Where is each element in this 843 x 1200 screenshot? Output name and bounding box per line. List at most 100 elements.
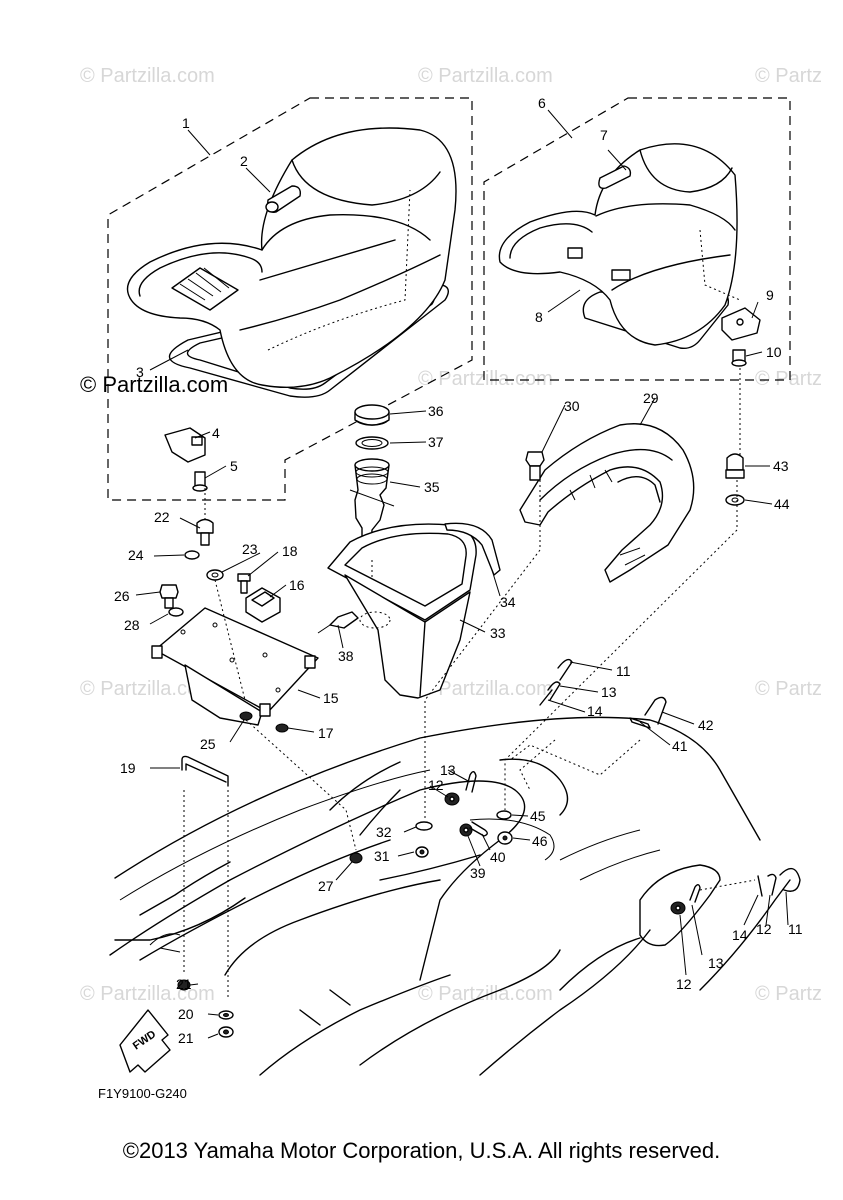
- watermark: © Partzilla.com: [418, 678, 553, 700]
- clip-11: [557, 658, 573, 681]
- callout-44: 44: [774, 496, 790, 512]
- screw-38: [317, 611, 359, 634]
- callout-1: 1: [182, 115, 190, 131]
- bracket-9: [721, 307, 761, 341]
- rear-seat-hook: [611, 269, 631, 281]
- o-ring-37: [355, 436, 389, 450]
- callout-11: 11: [616, 663, 631, 679]
- callout-6: 6: [538, 95, 546, 111]
- callout-16: 16: [289, 577, 305, 593]
- callout-46: 46: [532, 833, 548, 849]
- nut-39: [459, 823, 473, 837]
- callout-13-stern-2: 12: [756, 921, 772, 937]
- callout-33: 33: [490, 625, 506, 641]
- rear-seat-group-box: [483, 97, 791, 381]
- callout-41: 41: [672, 738, 688, 754]
- bolt-18: [237, 573, 251, 594]
- callout-27: 27: [318, 878, 334, 894]
- callout-38: 38: [338, 648, 354, 664]
- clip-40: [469, 821, 488, 837]
- bolt-10: [731, 349, 747, 367]
- callout-28: 28: [124, 617, 140, 633]
- callout-21: 21: [176, 976, 192, 992]
- watermark: © Partzilla.com: [418, 983, 553, 1005]
- washer-23: [206, 569, 224, 581]
- callout-14: 14: [587, 703, 603, 719]
- rear-seat-hook: [567, 247, 583, 259]
- front-seat-pad: [171, 267, 239, 311]
- strap-41: [629, 717, 651, 729]
- watermark: © Partzilla.com: [80, 65, 215, 87]
- washer-24: [184, 550, 200, 560]
- callout-23: 23: [242, 541, 258, 557]
- callout-2: 2: [240, 153, 248, 169]
- watermark: © Partz: [755, 368, 822, 390]
- callout-3: 3: [136, 364, 144, 380]
- watermark: © Partzilla.com: [418, 368, 553, 390]
- rear-seat: [498, 143, 741, 350]
- bolt-43: [725, 453, 745, 479]
- hook-42: [644, 696, 667, 725]
- handle-grip-7: [598, 165, 632, 189]
- callout-numbers: 1 2 3 4 5 6 7 8 9 10 11 12 13 14 15 16 1…: [114, 95, 803, 1046]
- callout-22: 22: [154, 509, 170, 525]
- clip-14: [539, 689, 553, 706]
- callout-9: 9: [766, 287, 774, 303]
- copyright-notice: ©2013 Yamaha Motor Corporation, U.S.A. A…: [122, 1138, 721, 1163]
- bolt-5: [192, 471, 208, 492]
- callout-13-mid: 13: [440, 762, 456, 778]
- filler-cap-36: [354, 404, 390, 426]
- callout-31: 31: [374, 848, 390, 864]
- callout-10: 10: [766, 344, 782, 360]
- clip-13-stern-2: [767, 873, 777, 896]
- callout-4: 4: [212, 425, 220, 441]
- callout-26: 26: [114, 588, 130, 604]
- nut-12: [444, 792, 460, 806]
- watermark: © Partzilla.com: [80, 983, 215, 1005]
- diagram-code: F1Y9100-G240: [98, 1086, 187, 1101]
- storage-bin-33: [327, 523, 477, 699]
- callout-13: 13: [601, 684, 617, 700]
- bolt-26: [159, 584, 179, 609]
- nut-46: [497, 831, 513, 845]
- callout-35: 35: [424, 479, 440, 495]
- clip-14-stern: [757, 875, 763, 897]
- clip-13: [465, 771, 477, 793]
- callout-42: 42: [698, 717, 714, 733]
- nut-25: [239, 711, 253, 721]
- nut-27: [349, 852, 363, 864]
- callout-30: 30: [564, 398, 580, 414]
- callout-8: 8: [535, 309, 543, 325]
- callout-25: 25: [200, 736, 216, 752]
- clip-13-stern: [689, 884, 701, 903]
- watermark: © Partz: [755, 678, 822, 700]
- callout-29: 29: [643, 390, 659, 406]
- washer-28: [168, 607, 184, 617]
- callout-19: 19: [120, 760, 136, 776]
- callout-21-lower: 21: [178, 1030, 194, 1046]
- callout-36: 36: [428, 403, 444, 419]
- callout-7: 7: [600, 127, 608, 143]
- callout-37: 37: [428, 434, 444, 450]
- callout-11-stern: 11: [788, 921, 803, 937]
- callout-18: 18: [282, 543, 298, 559]
- washer-45: [496, 810, 512, 820]
- callout-14-stern: 14: [732, 927, 748, 943]
- callout-12-stern: 12: [676, 976, 692, 992]
- callout-24: 24: [128, 547, 144, 563]
- rear-handle-29: [519, 423, 695, 583]
- nut-17: [275, 723, 289, 733]
- callout-43: 43: [773, 458, 789, 474]
- bracket-4: [164, 427, 206, 463]
- watermark: © Partzilla.com: [418, 65, 553, 87]
- hull-deck: [109, 716, 791, 1076]
- watermark: © Partz: [755, 983, 822, 1005]
- watermark: © Partz: [755, 65, 822, 87]
- callout-39: 39: [470, 865, 486, 881]
- nut-31: [415, 846, 429, 858]
- nut-21-lower: [218, 1026, 234, 1038]
- front-seat: [126, 127, 457, 398]
- callout-5: 5: [230, 458, 238, 474]
